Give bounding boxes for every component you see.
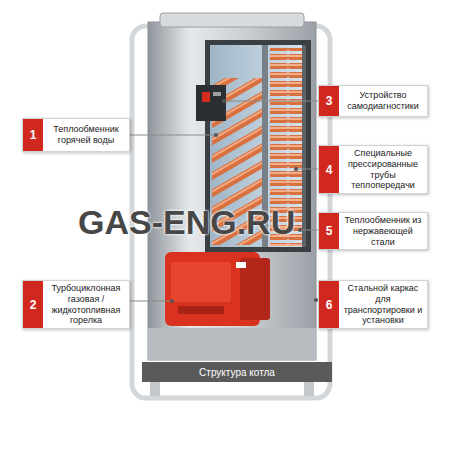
leader-dot: [170, 299, 174, 303]
boiler-base: [148, 328, 316, 360]
leader-path: [300, 230, 318, 231]
callout-number: 5: [326, 224, 333, 238]
callout-box: 2 Турбоциклонная газовая / жидкотопливная…: [22, 280, 130, 329]
leader-dot: [298, 228, 302, 232]
callout-number: 2: [30, 298, 37, 312]
callout-box: 1 Теплообменник горячей воды: [22, 118, 130, 152]
burner-front: [171, 262, 231, 302]
callout-body: Теплообменник из нержавеющей стали: [339, 213, 427, 249]
callout-text: Стальной каркас для транспортировки и ус…: [343, 283, 423, 326]
callout-badge: 3: [319, 86, 339, 116]
callout-badge: 1: [23, 119, 43, 151]
callout-box: 6 Стальной каркас для транспортировки и у…: [318, 280, 428, 329]
boiler-leg: [150, 382, 160, 396]
leader-line: [130, 133, 218, 137]
callout-box: 5 Теплообменник из нержавеющей стали: [318, 212, 428, 250]
callout-badge: 5: [319, 213, 339, 249]
leader-line: [130, 299, 174, 303]
callout-number: 3: [326, 94, 333, 108]
leader-path: [224, 101, 318, 102]
callout-box: 4 Специальные прессированные трубы теплоп…: [318, 145, 428, 194]
callout-body: Устройство самодиагностики: [339, 86, 427, 116]
leader-dot: [214, 133, 218, 137]
burner-vent: [178, 306, 224, 314]
callout-number: 1: [30, 128, 37, 142]
outer-wall: [302, 45, 306, 247]
burner-plate: [236, 262, 246, 268]
leader-dot: [222, 99, 226, 103]
callout-badge: 4: [319, 146, 339, 193]
callout-badge: 2: [23, 281, 43, 328]
caption-band: Структура котла: [142, 362, 332, 382]
leader-path: [130, 301, 172, 302]
callout-text: Устройство самодиагностики: [343, 90, 423, 112]
callout-text: Специальные прессированные трубы теплопе…: [343, 148, 423, 191]
callout-body: Теплообменник горячей воды: [43, 119, 129, 151]
callout-text: Теплообменник из нержавеющей стали: [343, 215, 423, 247]
power-switch: [202, 92, 210, 102]
leader-dot: [294, 167, 298, 171]
panel-display: [213, 92, 221, 96]
callout-number: 4: [326, 163, 333, 177]
callout-box: 3 Устройство самодиагностики: [318, 85, 428, 117]
callout-body: Турбоциклонная газовая / жидкотопливная …: [43, 281, 129, 328]
control-panel: [196, 85, 226, 121]
callout-body: Специальные прессированные трубы теплопе…: [339, 146, 427, 193]
leader-line: [294, 167, 318, 171]
callout-body: Стальной каркас для транспортировки и ус…: [339, 281, 427, 328]
boiler-leg: [304, 382, 314, 396]
leader-line: [222, 99, 318, 103]
boiler-top-cap: [160, 13, 304, 27]
leader-line: [298, 228, 318, 232]
boiler-body: [148, 22, 316, 360]
watermark: GAS-ENG.RU: [78, 203, 295, 242]
leader-path: [130, 135, 216, 136]
callout-badge: 6: [319, 281, 339, 328]
leader-path: [296, 169, 318, 170]
callout-text: Турбоциклонная газовая / жидкотопливная …: [47, 283, 125, 326]
callout-number: 6: [326, 298, 333, 312]
callout-text: Теплообменник горячей воды: [47, 124, 125, 146]
